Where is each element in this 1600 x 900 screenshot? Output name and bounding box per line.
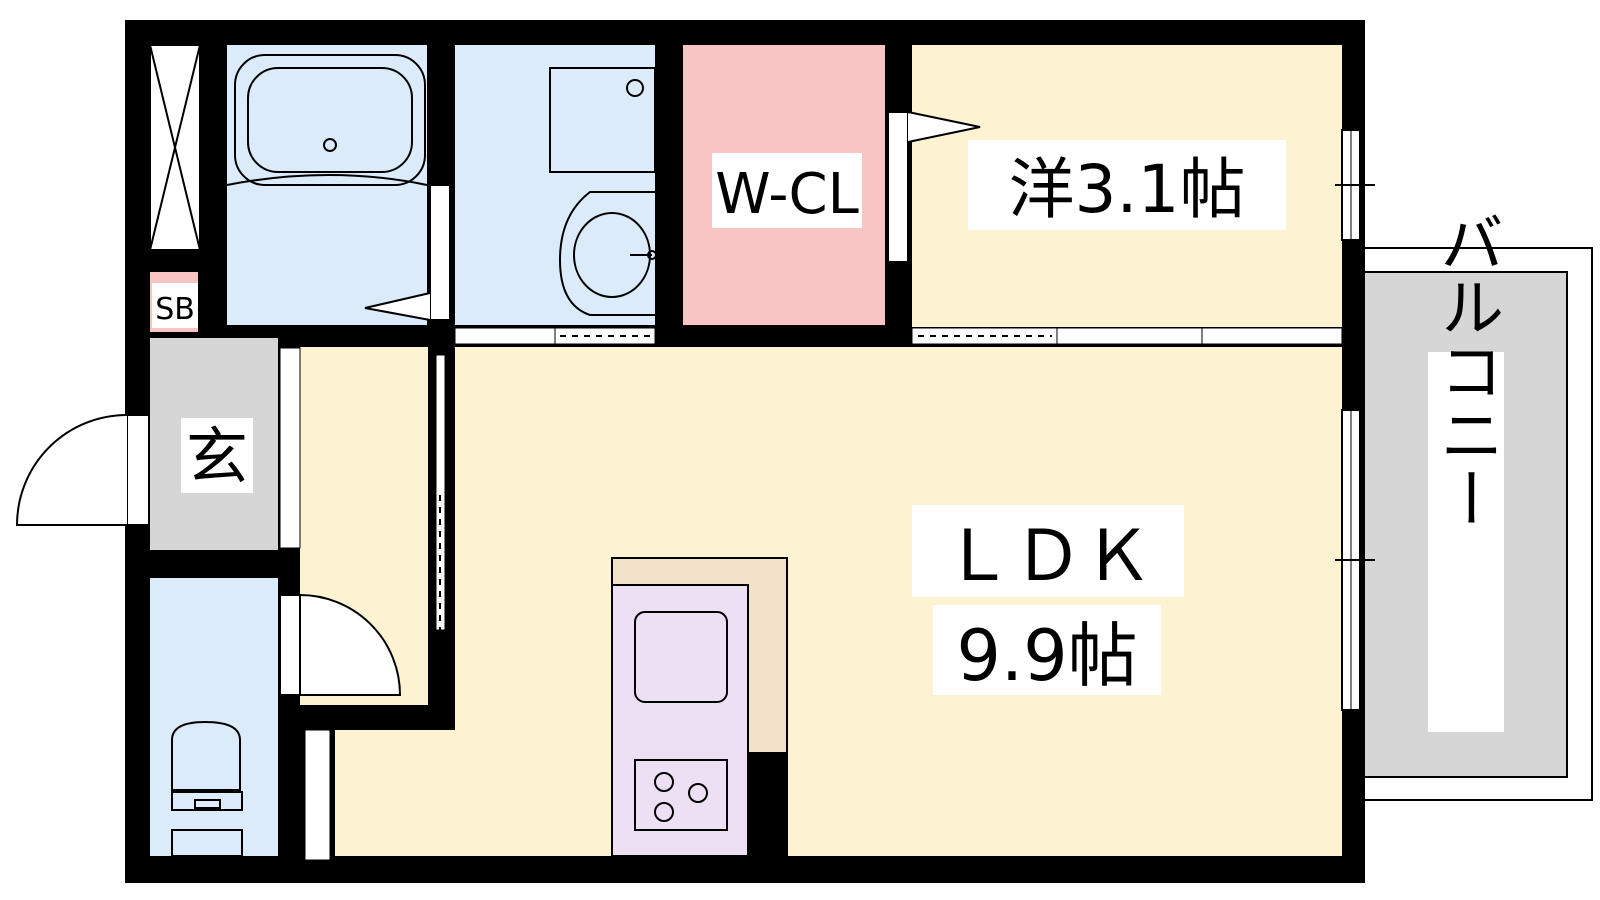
bathroom-door (364, 184, 451, 321)
kitchen-sink (634, 611, 728, 703)
window-ldk (1335, 409, 1375, 711)
kitchen-column (748, 752, 788, 856)
entrance-label: 玄 (186, 420, 248, 493)
washroom (455, 45, 655, 325)
stove (634, 759, 728, 831)
toilet (171, 720, 243, 857)
closet-label: W-CL (715, 162, 859, 227)
upper-partition-doors (454, 327, 1343, 345)
ldk-size-label: 9.9帖 (956, 615, 1137, 697)
bathtub (226, 54, 428, 186)
entrance-inner-door (279, 347, 301, 549)
ldk-name-label: ＬＤＫ (943, 515, 1153, 597)
window-western-room (1335, 129, 1375, 241)
toilet-room (150, 578, 278, 856)
western-room-label: 洋3.1帖 (1009, 151, 1246, 228)
shoe-box-label: SB (155, 292, 195, 327)
front-door (15, 414, 150, 526)
toilet-door (279, 593, 402, 696)
washing-machine (549, 67, 656, 173)
ldk-room (335, 347, 1342, 856)
closet-x-mark (149, 44, 201, 251)
hall-sliding-door (435, 354, 446, 631)
wash-basin (558, 191, 657, 316)
closet-door (887, 111, 981, 263)
balcony-label: バルコニー (1429, 210, 1503, 530)
